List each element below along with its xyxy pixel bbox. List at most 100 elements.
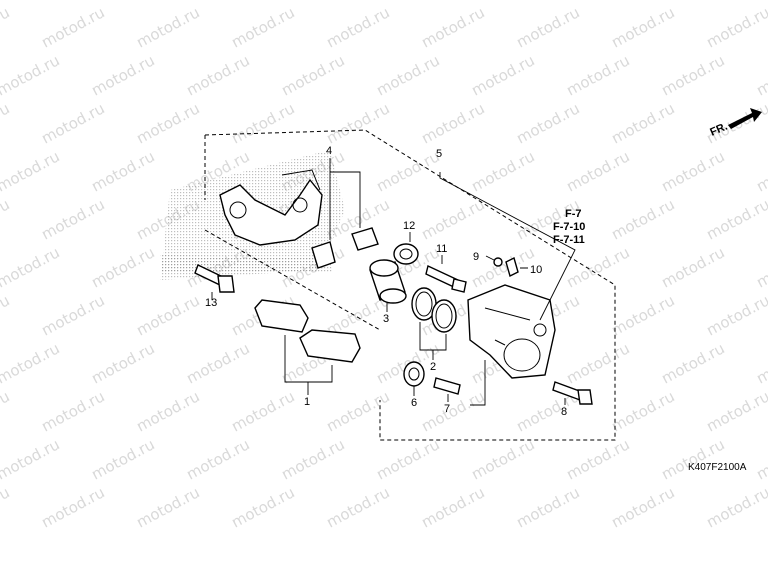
watermark-text: motod.ru [0, 387, 13, 435]
watermark-text: motod.ru [418, 387, 487, 435]
part-9-10-bleeder [485, 255, 528, 278]
callout-10: 10 [530, 264, 542, 276]
watermark-text: motod.ru [753, 435, 768, 483]
watermark-text: motod.ru [228, 99, 297, 147]
watermark-text: motod.ru [183, 51, 252, 99]
watermark-text: motod.ru [0, 147, 63, 195]
watermark-text: motod.ru [0, 243, 63, 291]
watermark-text: motod.ru [38, 99, 107, 147]
part-7-slide-pin [433, 377, 461, 402]
watermark-text: motod.ru [228, 387, 297, 435]
part-12-boot [393, 232, 419, 265]
watermark-text: motod.ru [608, 387, 677, 435]
watermark-text: motod.ru [658, 147, 727, 195]
part-3-piston [369, 259, 407, 312]
callout-1: 1 [304, 396, 310, 408]
watermark-text: motod.ru [133, 387, 202, 435]
watermark-text: motod.ru [513, 483, 582, 531]
watermark-text: motod.ru [753, 243, 768, 291]
watermark-text: motod.ru [373, 51, 442, 99]
watermark-text: motod.ru [228, 483, 297, 531]
watermark-text: motod.ru [703, 483, 768, 531]
watermark-text: motod.ru [133, 3, 202, 51]
caliper-bracket-ghost [219, 169, 323, 246]
callout-4: 4 [326, 145, 332, 157]
watermark-text: motod.ru [0, 339, 63, 387]
watermark-text: motod.ru [373, 435, 442, 483]
callout-8: 8 [561, 406, 567, 418]
callout-5: 5 [436, 148, 442, 160]
watermark-text: motod.ru [703, 387, 768, 435]
watermark-text: motod.ru [38, 291, 107, 339]
watermark-text: motod.ru [278, 435, 347, 483]
part-2-piston-seals [411, 287, 457, 360]
watermark-text: motod.ru [753, 51, 768, 99]
watermark-text: motod.ru [0, 291, 13, 339]
part-11-pin-bolt [425, 255, 467, 293]
reference-page-3: F-7-11 [553, 234, 585, 246]
watermark-text: motod.ru [38, 483, 107, 531]
watermark-text: motod.ru [88, 339, 157, 387]
watermark-text: motod.ru [133, 483, 202, 531]
watermark-text: motod.ru [753, 147, 768, 195]
watermark-text: motod.ru [323, 3, 392, 51]
watermark-text: motod.ru [468, 435, 537, 483]
part-5-caliper-body [439, 172, 576, 406]
watermark-text: motod.ru [0, 3, 13, 51]
watermark-text: motod.ru [183, 435, 252, 483]
watermark-text: motod.ru [658, 435, 727, 483]
watermark-text: motod.ru [38, 195, 107, 243]
watermark-text: motod.ru [608, 195, 677, 243]
watermark-text: motod.ru [513, 99, 582, 147]
part-8-mounting-bolt [552, 381, 593, 405]
watermark-text: motod.ru [563, 147, 632, 195]
watermark-text: motod.ru [658, 339, 727, 387]
watermark-text: motod.ru [88, 147, 157, 195]
watermark-text: motod.ru [608, 99, 677, 147]
part-6-dust-seal [403, 361, 425, 396]
part-13-bolt [194, 264, 235, 300]
watermark-text: motod.ru [753, 339, 768, 387]
watermark-text: motod.ru [0, 51, 63, 99]
callout-6: 6 [411, 397, 417, 409]
reference-page-1: F-7 [565, 208, 582, 220]
watermark-text: motod.ru [228, 3, 297, 51]
watermark-text: motod.ru [608, 483, 677, 531]
watermark-text: motod.ru [703, 195, 768, 243]
watermark-text: motod.ru [703, 291, 768, 339]
part-1-brake-pads [254, 299, 361, 395]
callout-9: 9 [473, 251, 479, 263]
watermark-text: motod.ru [278, 51, 347, 99]
assembly-boundary [204, 129, 616, 441]
watermark-text: motod.ru [0, 435, 63, 483]
watermark-text: motod.ru [418, 3, 487, 51]
watermark-text: motod.ru [563, 339, 632, 387]
watermark-text: motod.ru [563, 243, 632, 291]
watermark-text: motod.ru [88, 243, 157, 291]
watermark-text: motod.ru [0, 483, 13, 531]
watermark-text: motod.ru [133, 99, 202, 147]
watermark-text: motod.ru [418, 195, 487, 243]
watermark-text: motod.ru [658, 243, 727, 291]
callout-2: 2 [430, 361, 436, 373]
watermark-text: motod.ru [608, 291, 677, 339]
watermark-text: motod.ru [418, 99, 487, 147]
watermark-text: motod.ru [88, 435, 157, 483]
watermark-text: motod.ru [183, 339, 252, 387]
callout-13: 13 [205, 297, 217, 309]
watermark-text: motod.ru [468, 147, 537, 195]
watermark-text: motod.ru [88, 51, 157, 99]
callout-12: 12 [403, 220, 415, 232]
watermark-text: motod.ru [658, 51, 727, 99]
watermark-text: motod.ru [563, 435, 632, 483]
watermark-text: motod.ru [513, 3, 582, 51]
watermark-text: motod.ru [38, 3, 107, 51]
watermark-text: motod.ru [608, 3, 677, 51]
watermark-text: motod.ru [133, 291, 202, 339]
callout-3: 3 [383, 313, 389, 325]
watermark-text: motod.ru [563, 51, 632, 99]
watermark-text: motod.ru [323, 99, 392, 147]
reference-page-2: F-7-10 [553, 221, 585, 233]
watermark-text: motod.ru [323, 483, 392, 531]
